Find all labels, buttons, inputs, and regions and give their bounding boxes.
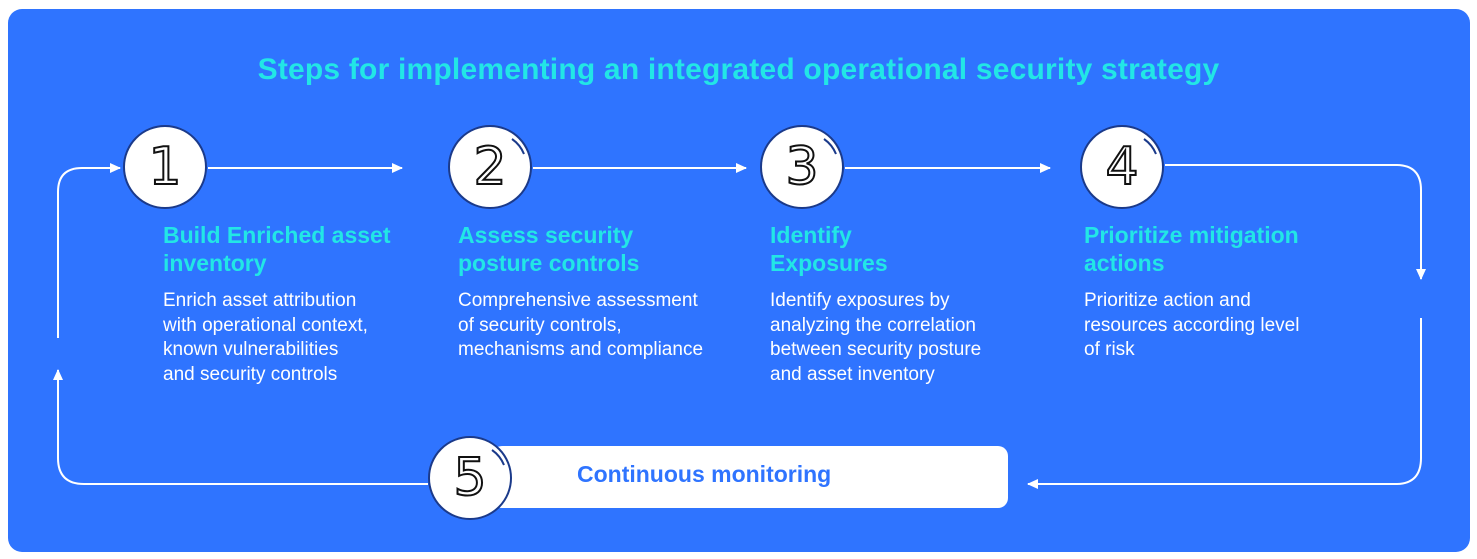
step-5-circle: 5 <box>428 436 512 520</box>
step-4-description: Prioritize action and resources accordin… <box>1084 290 1300 360</box>
step-2-circle: 2 <box>448 125 532 209</box>
step-4-circle: 4 <box>1080 125 1164 209</box>
step-1-number: 1 <box>147 137 182 197</box>
step-4-number: 4 <box>1104 137 1139 197</box>
continuous-monitoring-box <box>492 446 1008 508</box>
step-4-title: Prioritize mitigation actions <box>1084 222 1299 276</box>
step-3-title: Identify Exposures <box>770 222 888 276</box>
step-2-description: Comprehensive assessment of security con… <box>458 290 704 360</box>
step-2-title: Assess security posture controls <box>458 222 640 276</box>
arrow-left-up-to-1 <box>57 163 121 338</box>
arrow-right-return <box>1027 318 1422 489</box>
step-5-title: Continuous monitoring <box>577 461 832 487</box>
step-1-title: Build Enriched asset inventory <box>163 222 391 276</box>
step-3-description: Identify exposures by analyzing the corr… <box>770 290 982 385</box>
step-1-circle: 1 <box>123 125 207 209</box>
step-3-number: 3 <box>784 137 819 197</box>
step-1-description: Enrich asset attribution with operationa… <box>163 290 368 385</box>
step-3-circle: 3 <box>760 125 844 209</box>
diagram-title: Steps for implementing an integrated ope… <box>257 53 1220 86</box>
arrow-4-down <box>1165 164 1426 280</box>
step-5-number: 5 <box>452 448 487 508</box>
arrow-5-to-left <box>53 369 428 485</box>
step-2-number: 2 <box>472 137 507 197</box>
